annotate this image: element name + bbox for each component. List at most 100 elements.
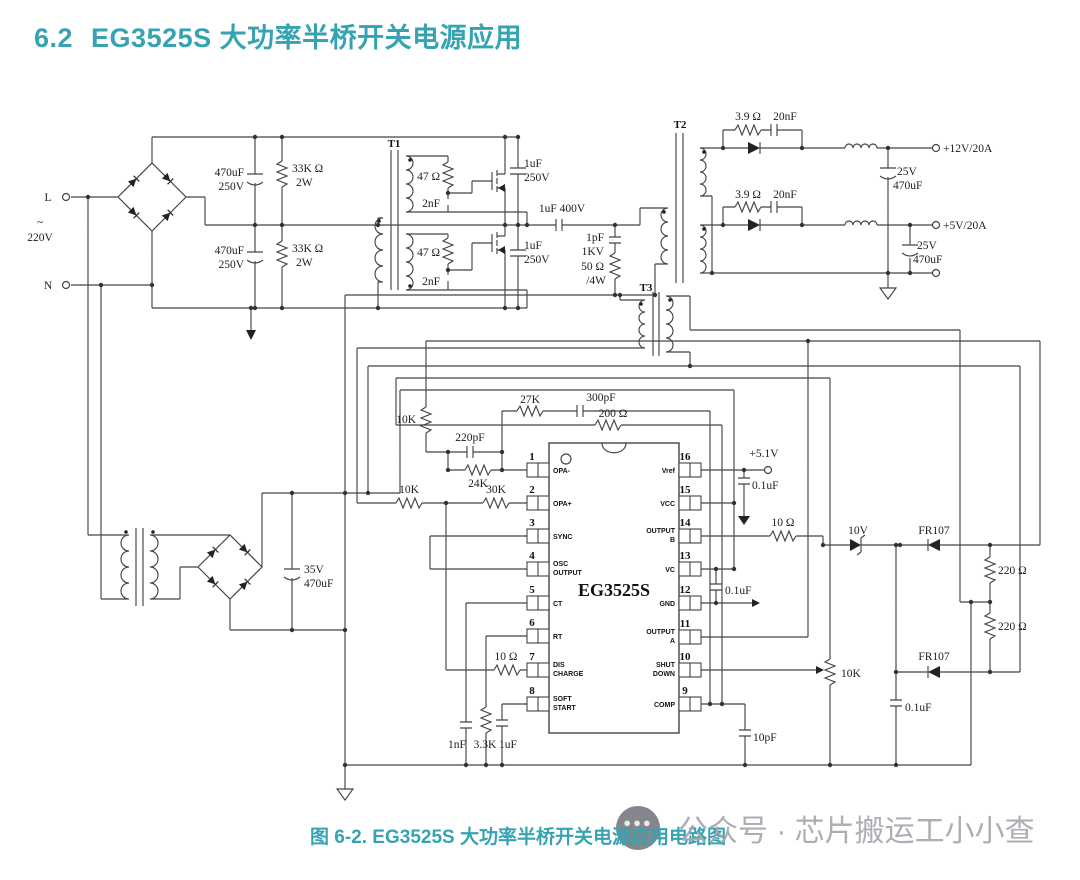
- label-rbleed1-value: 33K Ω: [292, 163, 323, 175]
- gnd-arrow-pin12: [752, 599, 760, 607]
- pin-num-7: 7: [529, 651, 535, 663]
- label-n: N: [44, 280, 53, 292]
- pin-num-3: 3: [529, 517, 535, 529]
- label-cin1-voltage: 250V: [218, 181, 244, 193]
- pin-name-7a: DIS: [553, 662, 565, 669]
- label-ac: ~: [37, 217, 43, 229]
- pin-num-14: 14: [680, 517, 692, 529]
- label-caux-voltage: 35V: [304, 564, 325, 576]
- label-r3k3: 3.3K: [474, 739, 497, 751]
- label-rbleed2-value: 33K Ω: [292, 243, 323, 255]
- label-csnub1-value: 1uF: [524, 158, 542, 170]
- pin-name-4b: OUTPUT: [553, 570, 583, 577]
- mosfet1-arrow: [498, 184, 505, 192]
- label-cout2-value: 470uF: [913, 254, 942, 266]
- label-snub1-r: 3.9 Ω: [735, 111, 761, 123]
- pin-name-16: Vref: [662, 468, 676, 475]
- label-cgate1: 2nF: [422, 198, 440, 210]
- pin-name-12: GND: [659, 601, 675, 608]
- label-cout1-value: 470uF: [893, 180, 922, 192]
- fr107-diode-2: [928, 666, 940, 678]
- label-c10pf: 10pF: [753, 732, 777, 744]
- gnd-triangle-output: [878, 287, 898, 300]
- pin-num-13: 13: [680, 550, 692, 562]
- label-snub1-c: 20nF: [773, 111, 797, 123]
- label-220v: 220V: [27, 232, 53, 244]
- label-t1: T1: [388, 138, 401, 150]
- pin-name-11b: A: [670, 638, 675, 645]
- section-number: 6.2: [34, 23, 74, 53]
- label-rbleed2-power: 2W: [296, 257, 313, 269]
- page-title: 6.2 EG3525S 大功率半桥开关电源应用: [34, 16, 522, 55]
- polarity-dots: [124, 150, 706, 534]
- label-rgate1: 47 Ω: [417, 171, 440, 183]
- pin-name-8b: START: [553, 705, 577, 712]
- label-r24k: 24K: [468, 478, 489, 490]
- label-t2: T2: [674, 119, 687, 131]
- label-caux-value: 470uF: [304, 578, 333, 590]
- pin-name-15: VCC: [660, 501, 675, 508]
- terminal-l: [61, 192, 71, 202]
- pin-name-8a: SOFT: [553, 696, 572, 703]
- label-cin1-value: 470uF: [215, 167, 244, 179]
- label-rbleed1-power: 2W: [296, 177, 313, 189]
- section-title: EG3525S 大功率半桥开关电源应用: [91, 23, 523, 53]
- label-r200: 200 Ω: [599, 408, 628, 420]
- label-fr107-2: FR107: [918, 651, 950, 663]
- gnd-triangle-bottom: [335, 788, 355, 801]
- pin-name-5: CT: [553, 601, 563, 608]
- pin-name-3: SYNC: [553, 534, 572, 541]
- label-c220pf: 220pF: [455, 432, 484, 444]
- ic-right-pins: [678, 462, 702, 712]
- label-cblock: 1uF 400V: [539, 203, 586, 215]
- fr107-diode-1: [928, 539, 940, 551]
- label-rfb: 10K: [396, 414, 417, 426]
- pin-name-1: OPA-: [553, 468, 571, 475]
- watermark-text: 公众号 · 芯片搬运工小小查: [678, 815, 1035, 848]
- label-cvref: 0.1uF: [752, 480, 779, 492]
- terminal-12v: [931, 143, 941, 153]
- label-rgate2: 47 Ω: [417, 247, 440, 259]
- label-c300pf: 300pF: [586, 392, 615, 404]
- gnd-arrow-main: [246, 330, 256, 340]
- label-r220-2: 220 Ω: [998, 621, 1027, 633]
- pin-name-13: VC: [665, 567, 675, 574]
- terminals: [61, 143, 941, 475]
- label-cout1-voltage: 25V: [897, 166, 918, 178]
- label-l: L: [44, 192, 51, 204]
- pin-num-11: 11: [680, 618, 690, 630]
- label-cout2-voltage: 25V: [917, 240, 938, 252]
- pin-num-10: 10: [680, 651, 692, 663]
- label-cin2-voltage: 250V: [218, 259, 244, 271]
- label-c1nf: 1nF: [448, 739, 466, 751]
- pin-num-16: 16: [680, 451, 692, 463]
- pin-num-5: 5: [529, 584, 535, 596]
- label-snub2-c: 20nF: [773, 189, 797, 201]
- ic-pin1-indicator: [560, 453, 572, 465]
- gnd-arrow-vref: [738, 516, 750, 525]
- label-zener-10v: 10V: [848, 525, 869, 537]
- pin-name-7b: CHARGE: [553, 671, 584, 678]
- pin-num-8: 8: [529, 685, 535, 697]
- label-t3: T3: [640, 282, 653, 294]
- label-snub2-r: 3.9 Ω: [735, 189, 761, 201]
- pin-name-9: COMP: [654, 702, 675, 709]
- wires-power: [71, 124, 932, 631]
- pin-name-6: RT: [553, 634, 563, 641]
- pin-num-1: 1: [529, 451, 535, 463]
- pin-name-14b: B: [670, 537, 675, 544]
- label-pot-10k: 10K: [841, 668, 862, 680]
- rectifier-diode-12v: [748, 142, 760, 154]
- label-rp-value: 50 Ω: [581, 261, 604, 273]
- figure-caption: 图 6-2. EG3525S 大功率半桥开关电源应用电路图: [310, 827, 726, 848]
- label-csnub1-voltage: 250V: [524, 172, 550, 184]
- label-cin2-value: 470uF: [215, 245, 244, 257]
- mosfet2-arrow: [498, 246, 505, 254]
- terminal-return: [931, 268, 941, 278]
- terminal-vref: [763, 465, 773, 475]
- pin-num-4: 4: [529, 550, 535, 562]
- label-out-12v: +12V/20A: [943, 143, 993, 155]
- component-labels: L ~ 220V N 470uF 250V 470uF 250V 33K Ω 2…: [27, 111, 1026, 751]
